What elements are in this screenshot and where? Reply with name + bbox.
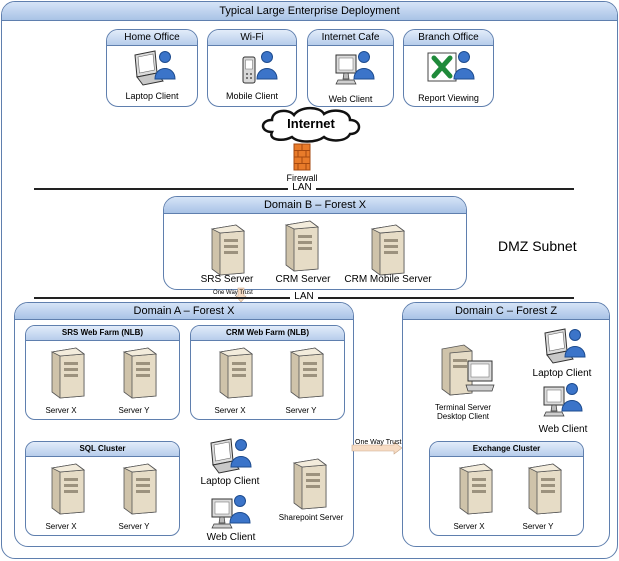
server-icon	[456, 462, 494, 519]
server-icon	[208, 223, 246, 280]
trust-arrow-icon	[351, 441, 403, 455]
firewall-icon	[293, 143, 311, 171]
server-label: Server X	[214, 406, 246, 415]
server-label: SRS Server	[200, 274, 254, 285]
server-label: Server X	[453, 522, 485, 531]
internet-cloud-icon	[261, 106, 361, 143]
server-label: Server Y	[285, 406, 317, 415]
server-icon	[216, 346, 254, 403]
site-home-office: Home Office Laptop Client	[106, 29, 198, 107]
laptop-user-icon	[539, 327, 586, 374]
server-icon	[48, 346, 86, 403]
domain-a-title: Domain A – Forest X	[15, 303, 353, 320]
firewall-label: Firewall	[286, 173, 318, 183]
mobile-user-icon	[237, 49, 283, 96]
dmz-subnet-label: DMZ Subnet	[498, 238, 577, 254]
server-label: Server X	[45, 522, 77, 531]
site-title: Wi-Fi	[208, 30, 296, 46]
web-client-label: Web Client	[538, 424, 588, 435]
site-title: Branch Office	[404, 30, 493, 46]
server-icon	[290, 457, 328, 514]
web-client-user-icon	[208, 493, 254, 540]
site-branch-office: Branch Office Report Viewing	[403, 29, 494, 107]
terminal-server-label: Terminal Server Desktop Client	[434, 403, 491, 421]
server-icon	[287, 346, 325, 403]
one-way-trust-label: One Way Trust	[355, 439, 402, 446]
server-label: Server Y	[522, 522, 554, 531]
one-way-trust-label: One Way Trust	[213, 290, 253, 296]
laptop-client-label: Laptop Client	[200, 476, 260, 487]
excel-user-icon	[426, 49, 475, 96]
web-client-label: Web Client	[206, 532, 256, 543]
domain-c-title: Domain C – Forest Z	[403, 303, 609, 320]
laptop-user-icon	[205, 437, 252, 484]
srs-web-farm-panel: SRS Web Farm (NLB) Server X Server Y	[25, 325, 180, 420]
crm-web-farm-title: CRM Web Farm (NLB)	[191, 326, 344, 341]
site-title: Home Office	[107, 30, 197, 46]
terminal-server-icon	[438, 343, 496, 400]
domain-b-panel: Domain B – Forest X SRS Server CRM Serve…	[163, 196, 467, 290]
exchange-cluster-panel: Exchange Cluster Server X Server Y	[429, 441, 584, 536]
laptop-client-label: Laptop Client	[532, 368, 592, 379]
server-icon	[525, 462, 563, 519]
server-icon	[368, 223, 406, 280]
laptop-user-icon	[129, 49, 176, 96]
lan-label: LAN	[288, 182, 316, 193]
domain-a-panel: Domain A – Forest X SRS Web Farm (NLB) S…	[14, 302, 354, 547]
domain-b-title: Domain B – Forest X	[164, 197, 466, 214]
lan-label: LAN	[290, 291, 318, 302]
sql-cluster-title: SQL Cluster	[26, 442, 179, 457]
sql-cluster-panel: SQL Cluster Server X Server Y	[25, 441, 180, 536]
site-internet-cafe: Internet Cafe Web Client	[307, 29, 394, 107]
web-client-user-icon	[332, 49, 378, 96]
domain-c-panel: Domain C – Forest Z Terminal Server Desk…	[402, 302, 610, 547]
crm-web-farm-panel: CRM Web Farm (NLB) Server X Server Y	[190, 325, 345, 420]
server-label: CRM Server	[275, 274, 331, 285]
server-icon	[48, 462, 86, 519]
site-client-label: Laptop Client	[125, 91, 179, 101]
server-label: CRM Mobile Server	[344, 274, 432, 285]
site-client-label: Mobile Client	[225, 91, 279, 101]
server-icon	[282, 219, 320, 276]
server-icon	[120, 462, 158, 519]
sharepoint-server-label: Sharepoint Server	[278, 513, 344, 522]
server-label: Server Y	[118, 522, 150, 531]
server-label: Server X	[45, 406, 77, 415]
site-client-label: Report Viewing	[418, 93, 479, 103]
server-label: Server Y	[118, 406, 150, 415]
site-client-label: Web Client	[328, 94, 373, 104]
site-wifi: Wi-Fi Mobile Client	[207, 29, 297, 107]
web-client-user-icon	[540, 381, 586, 428]
exchange-cluster-title: Exchange Cluster	[430, 442, 583, 457]
server-icon	[120, 346, 158, 403]
site-title: Internet Cafe	[308, 30, 393, 46]
page-title: Typical Large Enterprise Deployment	[2, 2, 617, 21]
srs-web-farm-title: SRS Web Farm (NLB)	[26, 326, 179, 341]
internet-label: Internet	[287, 116, 335, 131]
